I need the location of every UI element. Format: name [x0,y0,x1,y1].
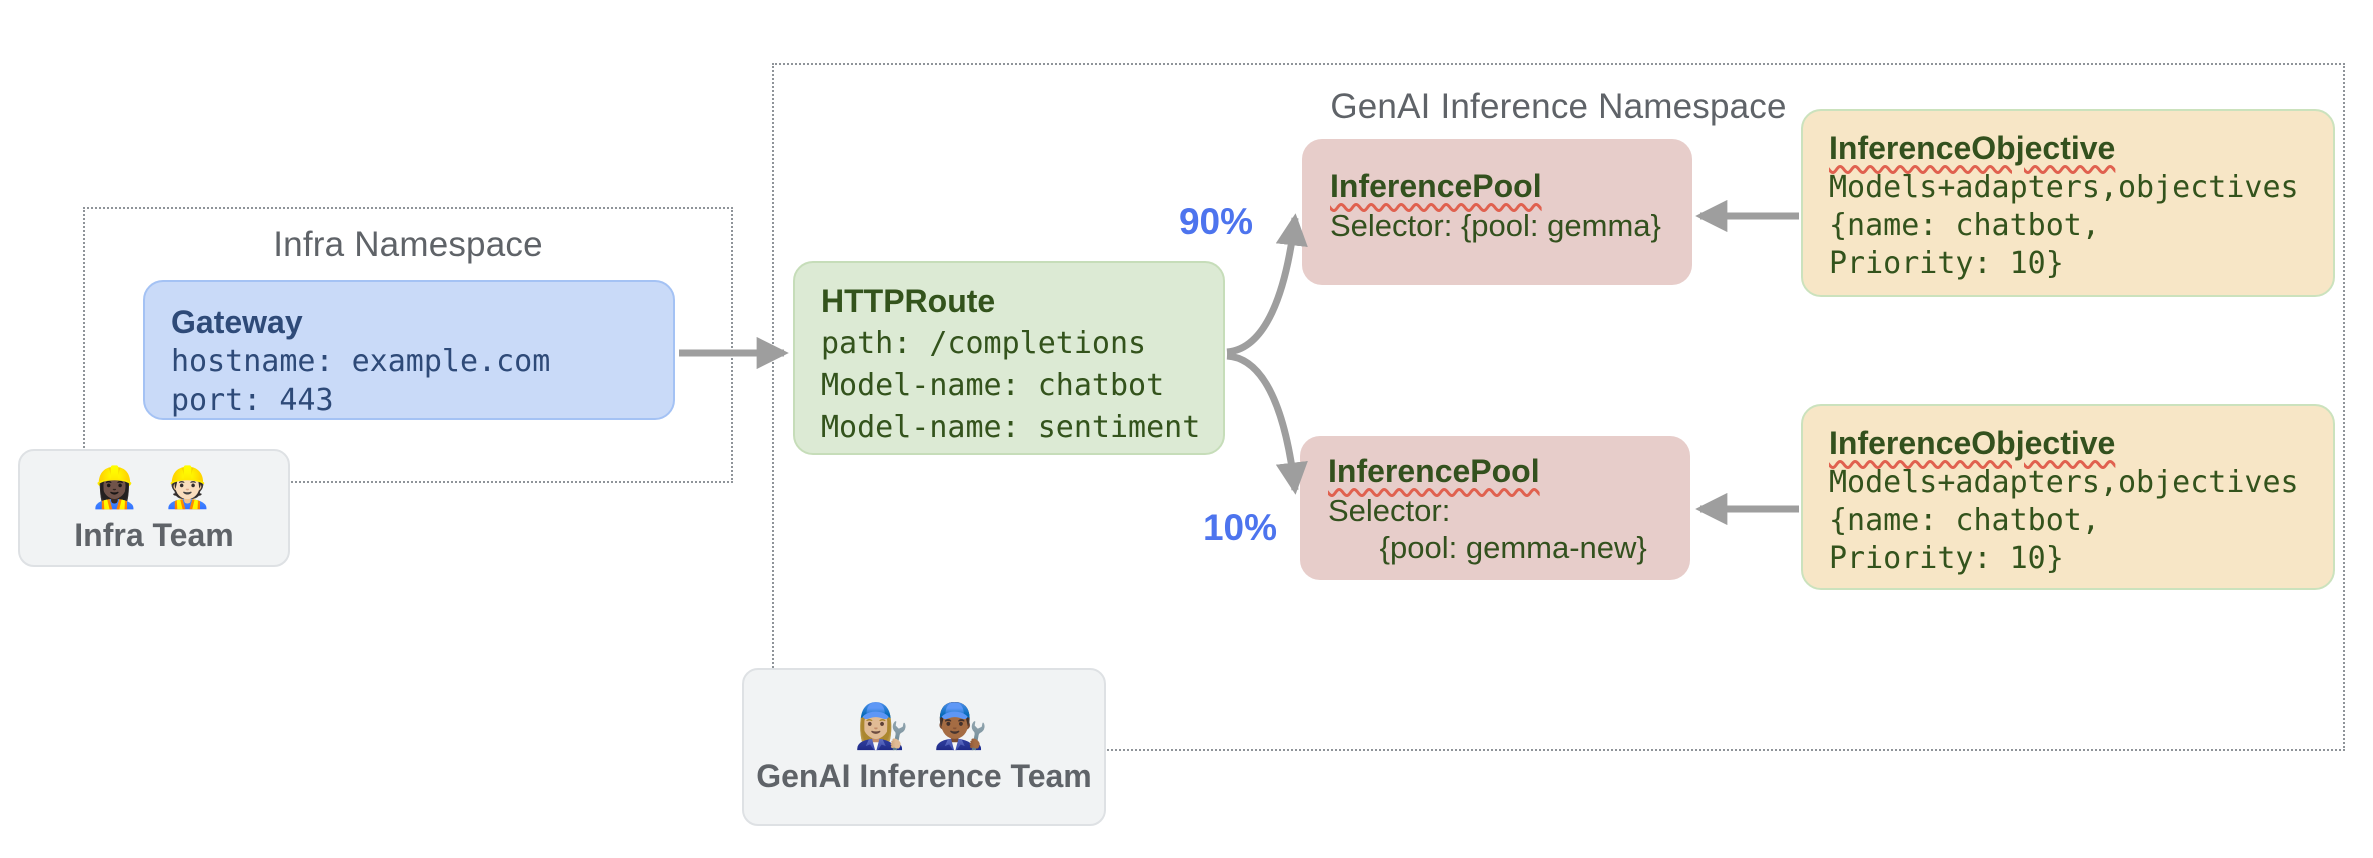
httproute-node: HTTPRoute path: /completions Model-name:… [793,261,1225,455]
genai-inference-team-label: GenAI Inference Team [756,757,1092,794]
gateway-title: Gateway [171,304,303,340]
inference-objective-bottom-title: InferenceObjective [1829,425,2116,461]
infra-team-label: Infra Team [74,516,234,553]
inference-objective-bottom-name-line: {name: chatbot, [1829,503,2100,538]
traffic-split-90-label: 90% [1178,201,1254,242]
inference-objective-bottom-models-line: Models+adapters,objectives [1829,465,2299,500]
gateway-node: Gateway hostname: example.com port: 443 [143,280,675,420]
infra-namespace-box: Infra Namespace [83,207,733,483]
construction-workers-icon: 👷🏿‍♀️ 👷🏻 [89,465,219,510]
inference-objective-top-models-line: Models+adapters,objectives [1829,170,2299,205]
inference-pool-bottom-node: InferencePool Selector: {pool: gemma-new… [1300,436,1690,580]
mechanics-icon: 👩🏼‍🔧 👨🏾‍🔧 [854,701,994,751]
inference-pool-bottom-selector-line: Selector: [1328,493,1451,528]
traffic-split-10-label: 10% [1202,507,1278,548]
inference-pool-top-node: InferencePool Selector: {pool: gemma} [1302,139,1692,285]
inference-objective-top-node: InferenceObjective Models+adapters,objec… [1801,109,2335,297]
inference-pool-top-title: InferencePool [1330,168,1542,204]
httproute-title: HTTPRoute [821,283,996,319]
inference-objective-top-name-line: {name: chatbot, [1829,208,2100,243]
inference-objective-top-priority-line: Priority: 10} [1829,246,2064,281]
infra-team-card: 👷🏿‍♀️ 👷🏻 Infra Team [18,449,290,567]
genai-namespace-title: GenAI Inference Namespace [1330,87,1787,126]
inference-pool-bottom-pool-line: {pool: gemma-new} [1328,530,1647,565]
genai-namespace-box: GenAI Inference Namespace [772,63,2345,751]
httproute-model-chatbot-line: Model-name: chatbot [821,368,1165,403]
gateway-hostname-line: hostname: example.com [171,344,551,379]
inference-objective-bottom-node: InferenceObjective Models+adapters,objec… [1801,404,2335,590]
infra-namespace-title: Infra Namespace [273,225,543,264]
gateway-port-line: port: 443 [171,383,334,418]
httproute-path-line: path: /completions [821,326,1147,361]
genai-inference-team-card: 👩🏼‍🔧 👨🏾‍🔧 GenAI Inference Team [742,668,1106,826]
inference-pool-top-selector-line: Selector: {pool: gemma} [1330,208,1661,243]
httproute-model-sentiment-line: Model-name: sentiment [821,410,1201,445]
inference-pool-bottom-title: InferencePool [1328,453,1540,489]
inference-objective-bottom-priority-line: Priority: 10} [1829,541,2064,576]
inference-objective-top-title: InferenceObjective [1829,130,2116,166]
